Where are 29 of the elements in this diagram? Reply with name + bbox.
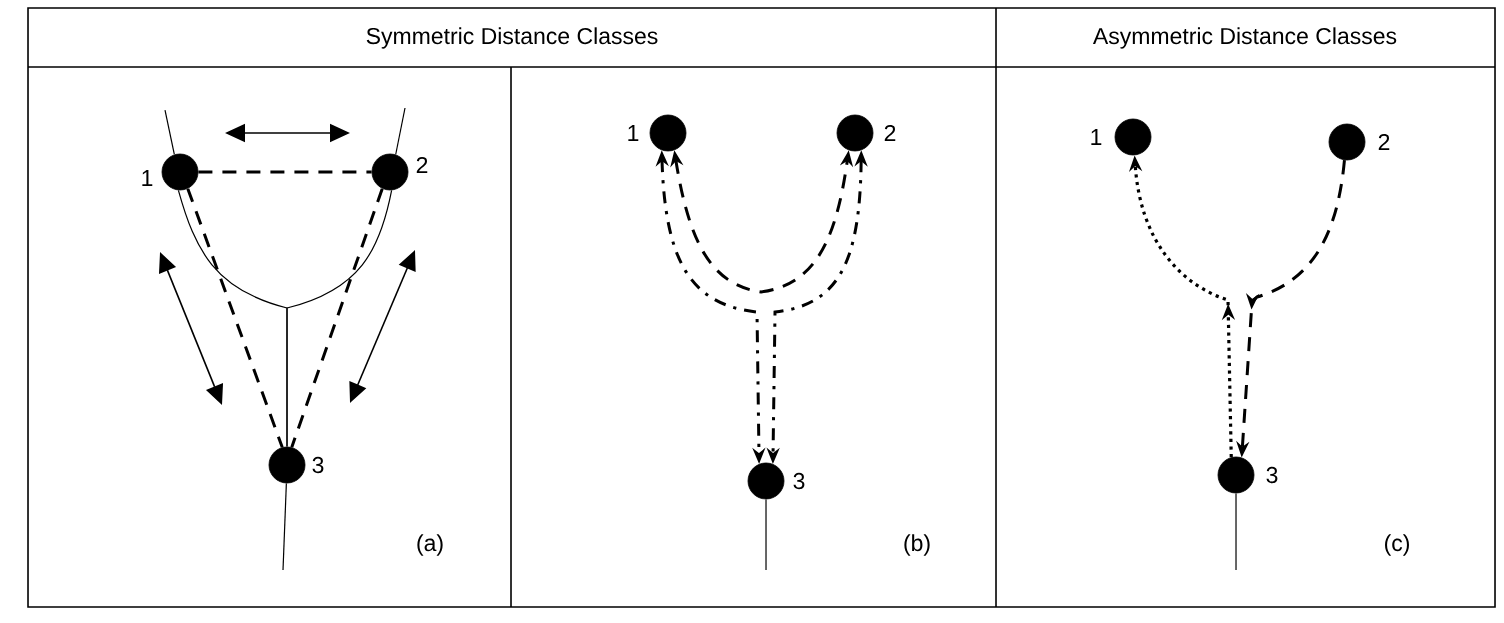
node-number: 2 (1378, 133, 1390, 151)
dot (1328, 123, 1366, 161)
node-number: 3 (793, 472, 805, 490)
node-number: 2 (884, 124, 896, 142)
dot (161, 153, 199, 191)
dot (836, 114, 874, 152)
column-header: Asymmetric Distance Classes (1092, 27, 1397, 49)
panel-label: (a) (417, 534, 443, 556)
panel-label: (c) (1385, 534, 1409, 556)
connector (164, 109, 175, 156)
node-number: 3 (1266, 466, 1278, 484)
node-number: 3 (312, 456, 324, 474)
connector (765, 498, 767, 571)
dot (1114, 118, 1152, 156)
dot (1217, 456, 1255, 494)
node-number: 1 (142, 170, 153, 186)
connector (1235, 492, 1237, 571)
node-number: 2 (416, 156, 428, 174)
node-number: 1 (1091, 129, 1102, 145)
dot (268, 446, 306, 484)
column-header: Symmetric Distance Classes (366, 27, 658, 49)
dot (371, 153, 409, 191)
connector (395, 107, 406, 156)
panel-label: (b) (904, 534, 930, 556)
dot (649, 114, 687, 152)
node-number: 1 (628, 125, 639, 141)
connector (198, 170, 372, 174)
connector (282, 482, 287, 571)
dot (747, 462, 785, 500)
